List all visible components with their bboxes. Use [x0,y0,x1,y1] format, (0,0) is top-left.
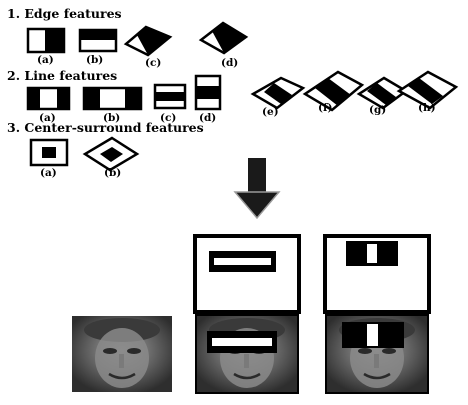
line-feature-label-h: (h) [418,102,436,114]
line-feature-a [26,86,71,111]
line-feature-f [302,70,365,112]
edge-feature-c [123,25,173,57]
edge-feature-b [78,28,118,53]
line-feature-g [356,76,409,110]
line-feature-d [194,74,222,111]
face-with-vertical-feature [325,314,429,394]
section-heading-center-surround: 3. Center-surround features [7,120,204,135]
center-surround-feature-b [82,136,140,172]
center-surround-feature-a [29,138,69,167]
line-feature-label-g: (g) [369,104,386,116]
down-arrow-icon [233,158,281,220]
line-feature-e [250,76,306,110]
line-feature-b [82,86,143,111]
face-photo [70,314,174,394]
edge-feature-a [26,27,66,54]
line-feature-label-f: (f) [318,102,332,114]
edge-feature-label-a: (a) [37,54,54,66]
line-feature-label-b: (b) [103,112,120,124]
section-heading-line: 2. Line features [7,68,117,83]
edge-feature-label-b: (b) [86,54,103,66]
center-surround-label-a: (a) [40,167,57,179]
line-feature-c [153,83,187,110]
line-feature-h [396,70,459,110]
line-feature-label-c: (c) [160,112,176,124]
center-surround-label-b: (b) [104,167,121,179]
example-horizontal-feature-window [193,234,301,314]
edge-feature-label-c: (c) [145,57,161,69]
example-vertical-feature-window [323,234,431,314]
line-feature-label-e: (e) [262,106,279,118]
face-with-horizontal-feature [195,314,299,394]
line-feature-label-d: (d) [199,112,216,124]
section-heading-edge: 1. Edge features [7,6,122,21]
edge-feature-d [198,21,249,55]
edge-feature-label-d: (d) [221,57,238,69]
line-feature-label-a: (a) [39,112,56,124]
